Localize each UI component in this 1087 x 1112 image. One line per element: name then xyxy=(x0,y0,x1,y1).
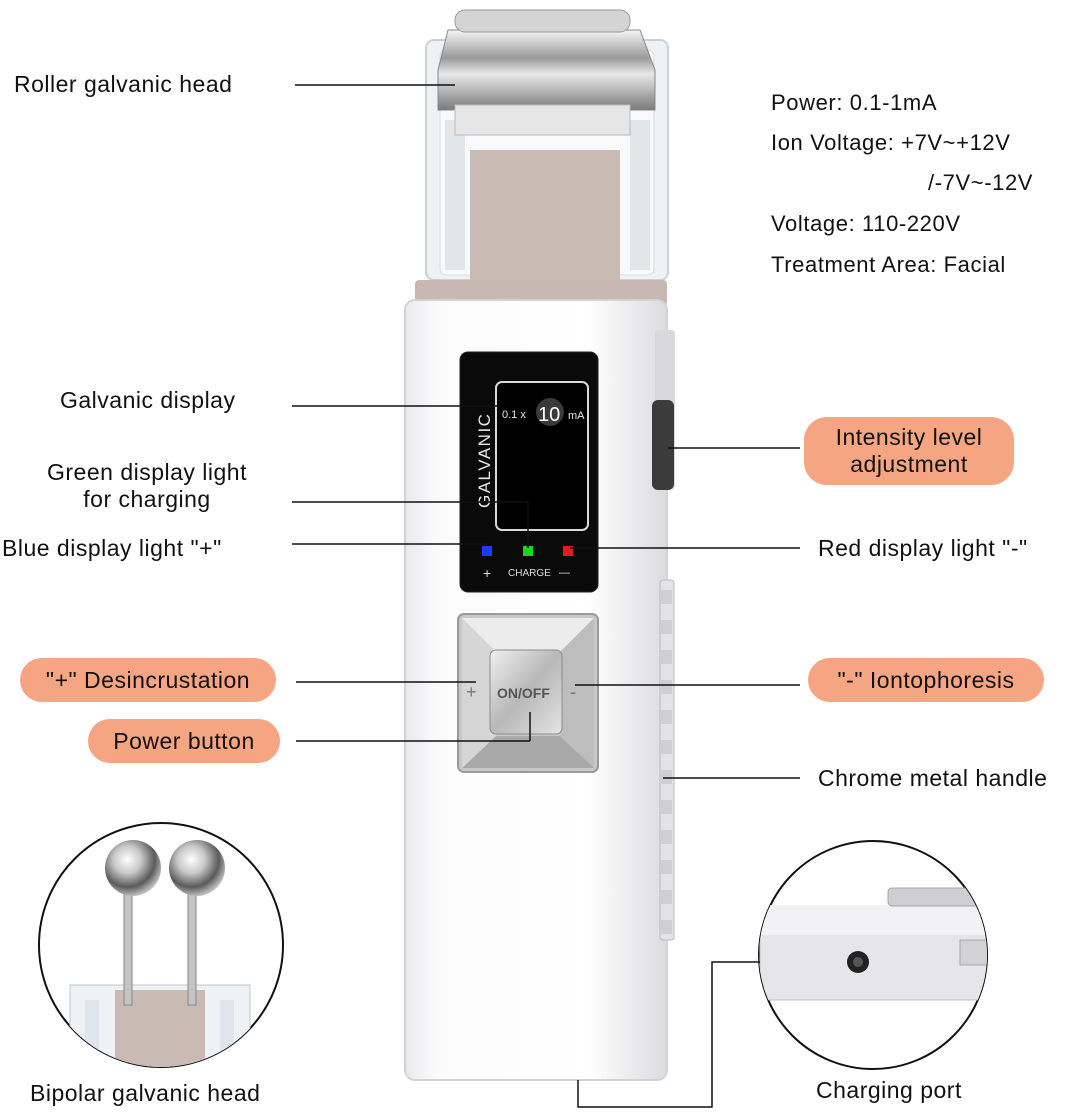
label-chrome-handle: Chrome metal handle xyxy=(818,765,1048,791)
display-minus: — xyxy=(559,567,570,579)
label-red-light: Red display light "-" xyxy=(818,535,1028,561)
green-led xyxy=(523,546,533,556)
label-blue-light: Blue display light "+" xyxy=(2,535,222,561)
label-galvanic-display: Galvanic display xyxy=(60,387,236,413)
charging-port-detail xyxy=(758,840,988,1070)
pill-iontophoresis: "-" Iontophoresis xyxy=(808,658,1044,702)
button-panel[interactable]: + - ON/OFF xyxy=(457,613,599,773)
bipolar-head-detail xyxy=(38,822,284,1068)
spec-ion-voltage-neg: /-7V~-12V xyxy=(928,170,1034,195)
galvanic-display: GALVANIC 0.1 x 10 mA + CHARGE — xyxy=(459,351,599,593)
label-green-light-line2: for charging xyxy=(83,486,211,512)
display-plus: + xyxy=(483,565,491,581)
label-charging-port: Charging port xyxy=(816,1077,962,1103)
blue-led xyxy=(482,546,492,556)
pill-desincrustation: "+" Desincrustation xyxy=(20,658,276,702)
label-roller-head: Roller galvanic head xyxy=(14,71,233,97)
spec-treatment-area: Treatment Area: Facial xyxy=(771,252,1006,277)
svg-text:-: - xyxy=(570,682,576,702)
label-green-light: Green display light for charging xyxy=(29,459,265,513)
display-charge: CHARGE xyxy=(508,568,551,579)
pill-iontophoresis-text: "-" Iontophoresis xyxy=(837,666,1015,693)
pill-intensity-line2: adjustment xyxy=(850,451,968,477)
pill-intensity: Intensity level adjustment xyxy=(804,417,1014,485)
display-value: 10 xyxy=(538,404,560,426)
chrome-handle-ridges xyxy=(660,590,672,934)
spec-power: Power: 0.1-1mA xyxy=(771,90,938,115)
red-led xyxy=(563,546,573,556)
pill-power-button-text: Power button xyxy=(113,727,255,754)
roller-head xyxy=(415,9,669,306)
leader-lines xyxy=(292,84,800,1108)
power-button-text[interactable]: ON/OFF xyxy=(497,685,550,701)
display-unit: mA xyxy=(568,410,585,422)
pill-desincrustation-text: "+" Desincrustation xyxy=(45,666,251,693)
pill-power-button: Power button xyxy=(88,719,280,763)
pill-intensity-line1: Intensity level xyxy=(835,424,983,450)
display-brand-text: GALVANIC xyxy=(475,413,494,508)
svg-text:+: + xyxy=(466,682,477,702)
label-bipolar-head: Bipolar galvanic head xyxy=(30,1080,261,1106)
spec-voltage: Voltage: 110-220V xyxy=(771,211,961,236)
display-multiplier: 0.1 x xyxy=(502,409,526,421)
spec-ion-voltage: Ion Voltage: +7V~+12V xyxy=(771,130,1011,155)
power-button-shape xyxy=(489,649,563,735)
label-green-light-line1: Green display light xyxy=(47,459,247,485)
